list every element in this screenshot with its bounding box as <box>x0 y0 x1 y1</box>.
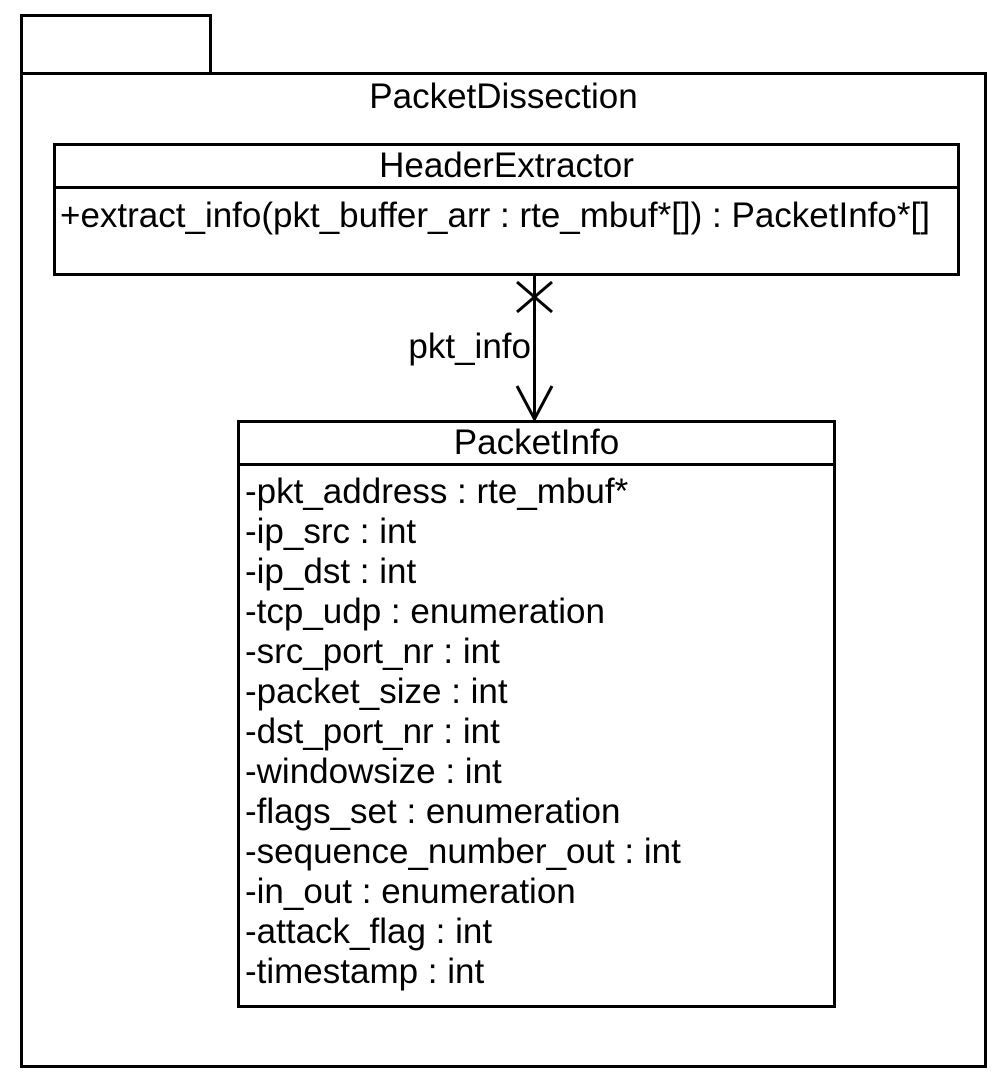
class-packet-info-attributes: -pkt_address : rte_mbuf* -ip_src : int -… <box>240 466 833 992</box>
package-title: PacketDissection <box>369 77 638 116</box>
attribute-item: -dst_port_nr : int <box>245 712 500 751</box>
attribute-item: -ip_src : int <box>245 512 417 551</box>
attribute-item: -src_port_nr : int <box>245 632 500 671</box>
attribute-item: -sequence_number_out : int <box>245 832 681 871</box>
package-tab <box>20 14 212 72</box>
association-label: pkt_info <box>408 327 531 366</box>
attribute-item: -pkt_address : rte_mbuf* <box>245 472 629 511</box>
attribute-item: -packet_size : int <box>245 672 508 711</box>
attribute-item: -tcp_udp : enumeration <box>245 592 605 631</box>
attribute-item: -ip_dst : int <box>245 552 417 591</box>
attribute-item: -in_out : enumeration <box>245 872 576 911</box>
class-header-extractor-title: HeaderExtractor <box>56 146 957 189</box>
open-arrowhead-icon <box>515 385 554 420</box>
x-marker-icon <box>516 280 553 314</box>
class-header-extractor: HeaderExtractor +extract_info(pkt_buffer… <box>53 143 960 276</box>
attribute-item: -windowsize : int <box>245 752 502 791</box>
association-connector <box>515 276 554 420</box>
class-packet-info: PacketInfo -pkt_address : rte_mbuf* -ip_… <box>237 420 836 1008</box>
operation-item: +extract_info(pkt_buffer_arr : rte_mbuf*… <box>60 196 930 235</box>
attribute-item: -attack_flag : int <box>245 912 493 951</box>
class-packet-info-title: PacketInfo <box>240 423 833 466</box>
class-header-extractor-operations: +extract_info(pkt_buffer_arr : rte_mbuf*… <box>56 189 957 235</box>
attribute-item: -timestamp : int <box>245 952 485 991</box>
attribute-item: -flags_set : enumeration <box>245 792 621 831</box>
